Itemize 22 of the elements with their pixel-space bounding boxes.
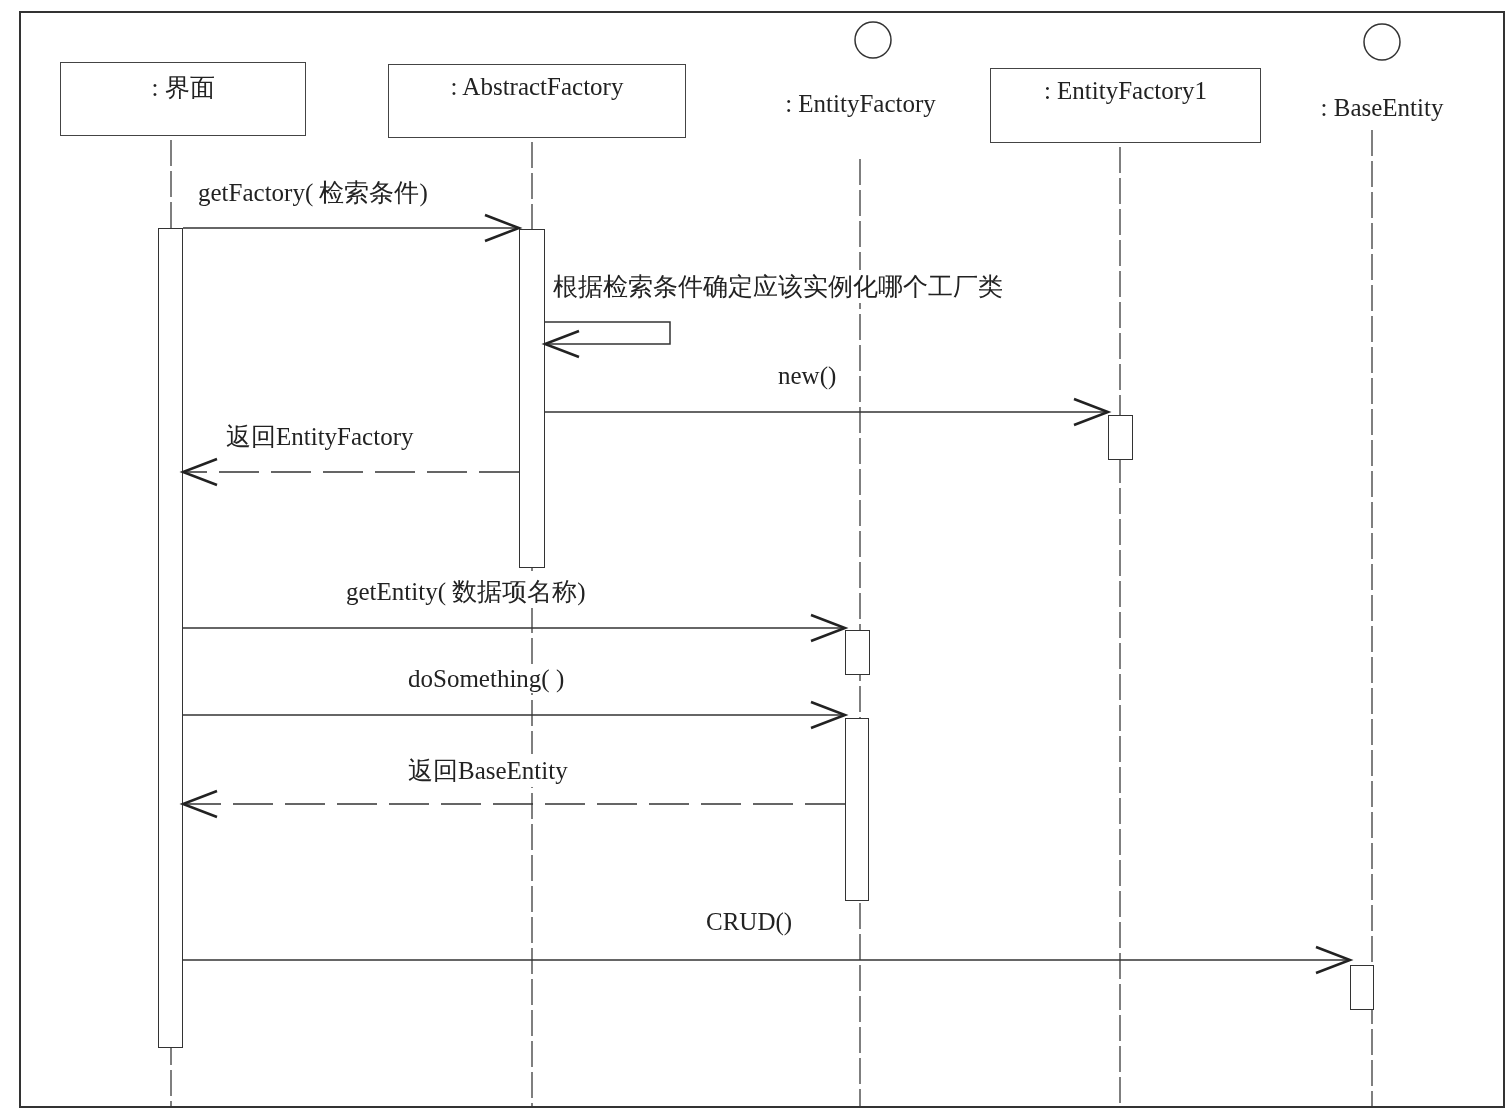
message-arrow (182, 700, 847, 730)
activation-bar (845, 630, 870, 675)
message-arrow (182, 213, 521, 243)
message-arrow (544, 397, 1110, 427)
object-name: : EntityFactory (784, 89, 937, 119)
edge-label: 返回BaseEntity (408, 754, 568, 787)
edge-label: 根据检索条件确定应该实例化哪个工厂类 (553, 270, 1003, 303)
message-arrow (543, 321, 671, 359)
activation-bar (1350, 965, 1374, 1010)
object-box: : EntityFactory1 (990, 68, 1261, 143)
object-name: : BaseEntity (1319, 93, 1445, 123)
activation-bar (519, 229, 545, 568)
message-arrow (181, 789, 846, 819)
edge-label: getEntity( 数据项名称) (346, 575, 586, 608)
message-arrow (181, 457, 520, 487)
message-arrow (182, 613, 847, 643)
object-box: : AbstractFactory (388, 64, 686, 138)
activation-bar (1108, 415, 1133, 460)
activation-bar (845, 718, 869, 901)
activation-bar (158, 228, 183, 1048)
object-box: : 界面 (60, 62, 306, 136)
message-arrow (182, 945, 1352, 975)
